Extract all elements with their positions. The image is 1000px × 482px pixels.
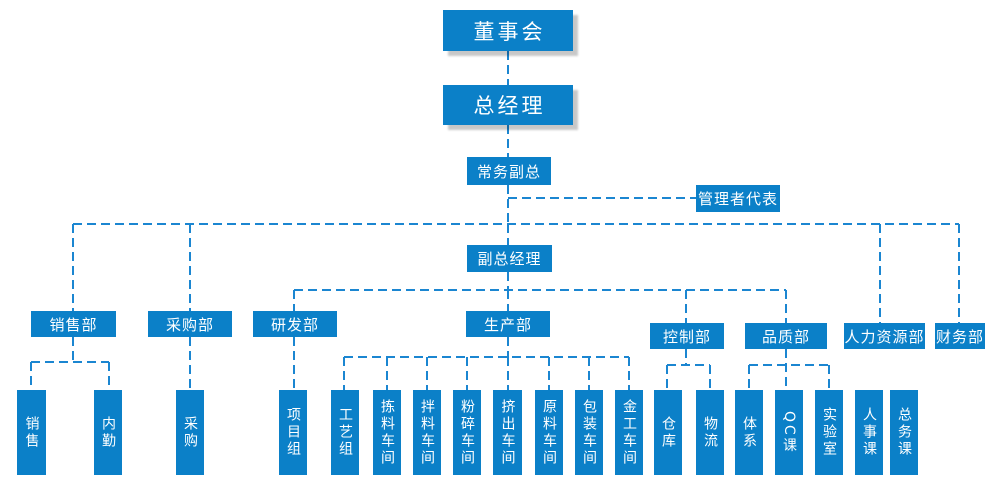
connector-line (507, 337, 509, 357)
org-node-v_crush: 粉碎车间 (453, 390, 481, 475)
connector-line (507, 357, 509, 390)
org-node-v_hr1: 人事课 (855, 390, 883, 475)
connector-line (30, 362, 32, 390)
connector-line (426, 357, 428, 390)
connector-line (72, 337, 74, 362)
connector-line (508, 197, 696, 199)
connector-line (466, 357, 468, 390)
org-node-ctrl: 控制部 (650, 323, 724, 349)
connector-line (293, 337, 295, 390)
org-node-v_office: 内勤 (94, 390, 122, 475)
connector-line (666, 365, 668, 390)
org-node-v_raw: 原料车间 (535, 390, 563, 475)
connector-line (294, 289, 786, 291)
org-node-v_ga: 总务课 (890, 390, 918, 475)
connector-line (828, 365, 830, 390)
connector-line (748, 365, 750, 390)
connector-line (628, 357, 630, 390)
connector-line (785, 290, 787, 323)
org-node-v_extr: 挤出车间 (493, 390, 522, 475)
connector-line (507, 272, 509, 290)
connector-line (343, 357, 345, 390)
connector-line (709, 365, 711, 390)
connector-line (685, 349, 687, 365)
connector-line (548, 357, 550, 390)
org-node-v_metal: 金工车间 (615, 390, 643, 475)
connector-line (685, 290, 687, 323)
org-node-dgm: 副总经理 (467, 245, 552, 272)
org-node-v_proj: 项目组 (279, 390, 307, 475)
org-node-gm: 总经理 (443, 85, 573, 125)
connector-line (344, 356, 629, 358)
connector-line (507, 51, 509, 85)
connector-line (507, 290, 509, 311)
connector-line (507, 224, 509, 245)
org-node-v_mix: 拌料车间 (413, 390, 441, 475)
org-node-v_qc: QC课 (775, 390, 803, 475)
connector-line (189, 224, 191, 311)
connector-line (189, 337, 191, 390)
org-node-hr: 人力资源部 (844, 323, 925, 349)
org-node-sales: 销售部 (31, 311, 116, 337)
org-node-evp: 常务副总 (467, 157, 551, 185)
org-node-v_purch: 采购 (176, 390, 204, 475)
connector-line (293, 290, 295, 311)
connector-line (507, 185, 509, 224)
org-node-board: 董事会 (443, 10, 573, 51)
connector-line (785, 349, 787, 390)
org-node-v_craft: 工艺组 (331, 390, 359, 475)
org-node-v_log: 物流 (696, 390, 724, 475)
org-node-v_lab: 实验室 (815, 390, 843, 475)
org-node-v_pick: 拣料车间 (373, 390, 401, 475)
org-node-prod: 生产部 (466, 311, 550, 337)
connector-line (108, 362, 110, 390)
connector-line (73, 223, 959, 225)
connector-line (958, 224, 960, 323)
connector-line (879, 224, 881, 323)
connector-line (749, 364, 829, 366)
org-node-rep: 管理者代表 (696, 185, 780, 212)
org-node-v_pack: 包装车间 (575, 390, 603, 475)
connector-line (667, 364, 710, 366)
org-node-v_wh: 仓库 (654, 390, 682, 475)
connector-line (588, 357, 590, 390)
org-node-fin: 财务部 (935, 323, 985, 349)
connector-line (386, 357, 388, 390)
connector-line (72, 224, 74, 311)
connector-line (31, 361, 109, 363)
org-node-qual: 品质部 (745, 323, 827, 349)
org-node-v_sys: 体系 (735, 390, 763, 475)
connector-line (507, 125, 509, 157)
org-node-rd: 研发部 (253, 311, 337, 337)
org-node-purch: 采购部 (148, 311, 232, 337)
org-node-v_sales: 销售 (17, 390, 46, 475)
